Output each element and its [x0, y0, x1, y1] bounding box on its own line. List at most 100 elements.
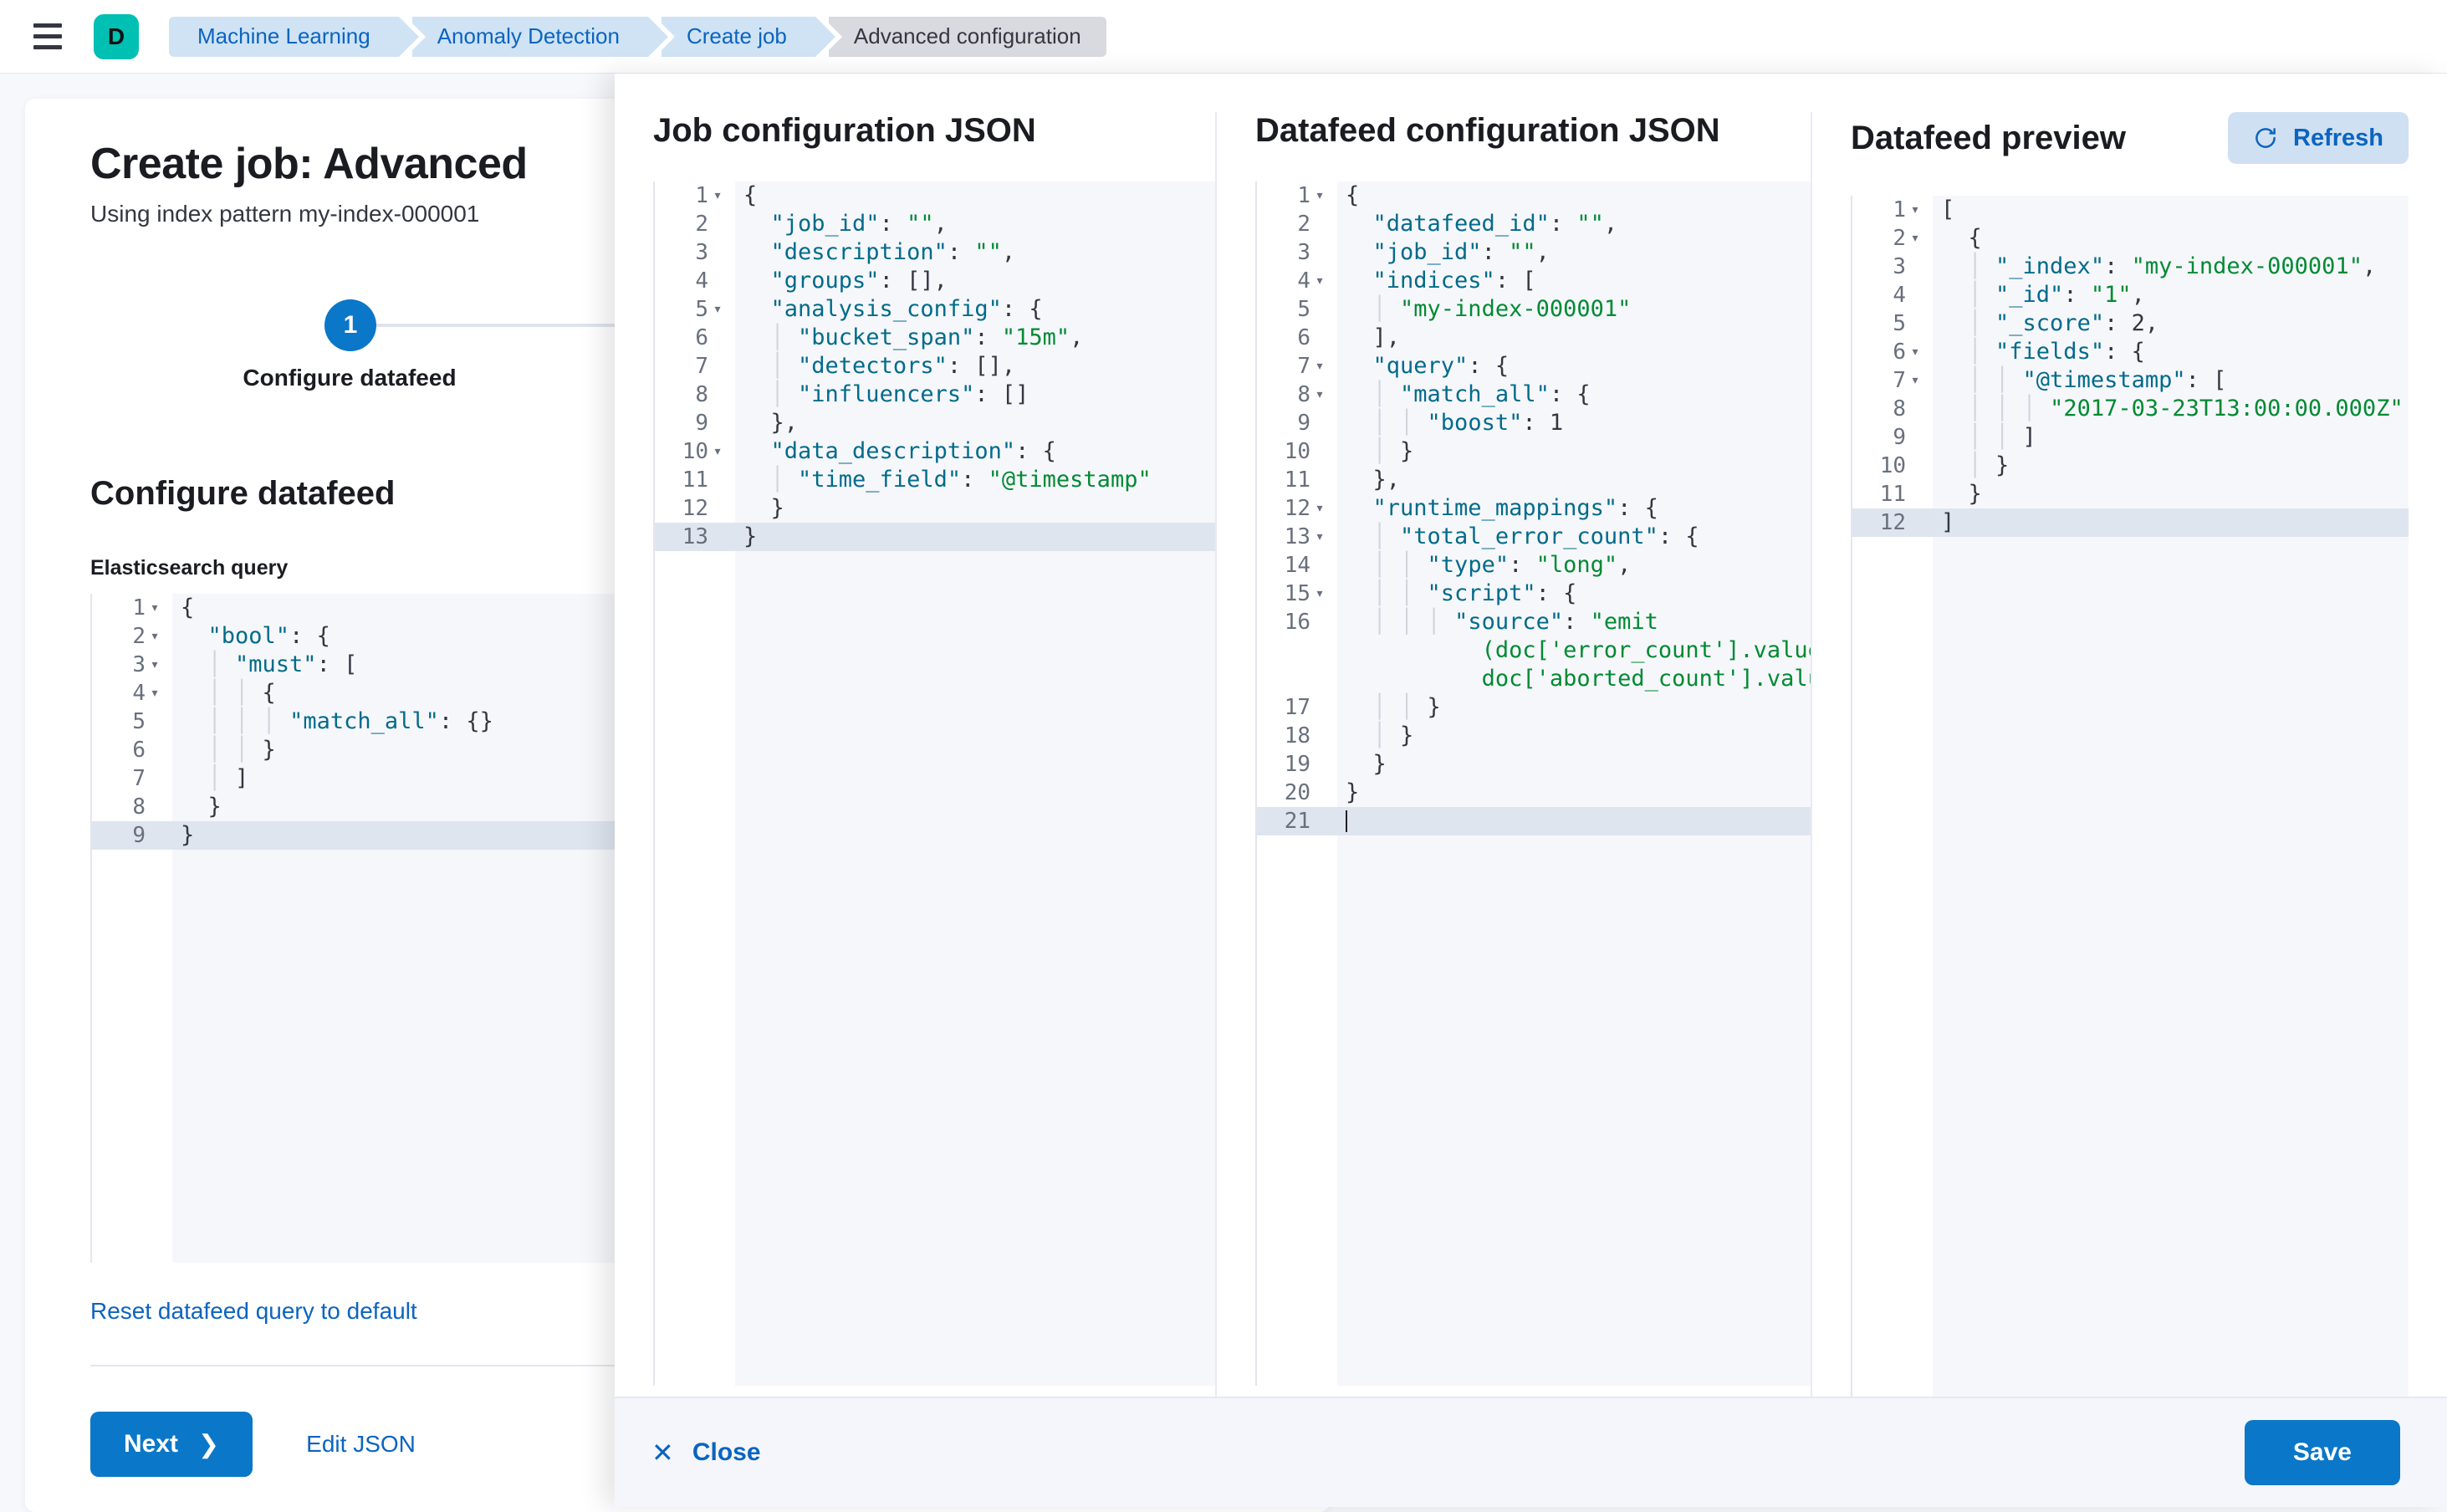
editor-line-content: │ │ }: [207, 737, 276, 763]
editor-line-content: │ │ }: [1372, 694, 1441, 720]
editor-line-empty: [1852, 736, 2409, 764]
editor-line-number-empty: [92, 1191, 172, 1219]
editor-line-number-empty: [1257, 1148, 1337, 1177]
breadcrumb-item-create-job[interactable]: Create job: [661, 16, 842, 57]
editor-line-empty: [655, 1006, 1215, 1034]
editor-line: 5▾ │ │ │ "match_all": {}: [92, 707, 1261, 736]
editor-line-number-empty: [1852, 1020, 1933, 1049]
editor-line-number-empty: [1852, 594, 1933, 622]
editor-line: 4▾ "indices": [: [1257, 267, 1811, 295]
datafeed-configuration-title: Datafeed configuration JSON: [1255, 112, 1720, 149]
editor-line-content: [: [1941, 197, 1955, 222]
editor-line-content: "job_id": "",: [1372, 239, 1550, 265]
editor-line-number: 20▾: [1257, 779, 1337, 807]
breadcrumb-item-advanced-configuration: Advanced configuration: [828, 16, 1106, 57]
editor-line-empty: [655, 1063, 1215, 1091]
editor-line-empty: [1852, 565, 2409, 594]
editor-line: 18▾ │ }: [1257, 722, 1811, 750]
editor-line-number: 16▾: [1257, 608, 1337, 636]
editor-line-content: │ "time_field": "@timestamp": [770, 467, 1152, 493]
editor-line: 7▾ │ "detectors": [],: [655, 352, 1215, 381]
breadcrumb-item-anomaly-detection[interactable]: Anomaly Detection: [411, 16, 676, 57]
refresh-button[interactable]: Refresh: [2228, 112, 2409, 164]
datafeed-configuration-column: Datafeed configuration JSON 1▾{2▾ "dataf…: [1215, 112, 1811, 1397]
editor-line-empty: [92, 1049, 1261, 1077]
editor-line-empty: [92, 992, 1261, 1020]
save-button[interactable]: Save: [2244, 1420, 2400, 1485]
editor-line-number-empty: [1852, 1333, 1933, 1361]
edit-json-link[interactable]: Edit JSON: [306, 1431, 416, 1457]
editor-line-content: }: [1346, 779, 1360, 805]
reset-datafeed-query-link[interactable]: Reset datafeed query to default: [90, 1298, 417, 1324]
datafeed-configuration-json-editor[interactable]: 1▾{2▾ "datafeed_id": "",3▾ "job_id": "",…: [1255, 181, 1811, 1386]
editor-line-number-empty: [655, 551, 735, 580]
editor-line: 2▾ {: [1852, 224, 2409, 253]
datafeed-preview-json-editor[interactable]: 1▾[2▾ {3▾ │ "_index": "my-index-000001",…: [1851, 196, 2409, 1397]
editor-line-content: │ "_score": 2,: [1968, 310, 2159, 336]
editor-line-number: 15▾: [1257, 580, 1337, 608]
editor-line-number-empty: [1257, 835, 1337, 864]
editor-line-content: "groups": [],: [770, 268, 948, 294]
editor-line-empty: [1852, 992, 2409, 1020]
editor-line-number: 10▾: [1257, 437, 1337, 466]
chevron-right-icon: ❯: [198, 1430, 220, 1458]
editor-line-number-empty: [1257, 1234, 1337, 1262]
datafeed-preview-title: Datafeed preview: [1851, 119, 2127, 156]
editor-line-number-empty: [655, 807, 735, 835]
editor-line-content: "datafeed_id": "",: [1372, 211, 1618, 237]
editor-line-empty: [1852, 1106, 2409, 1134]
editor-line-empty: [1852, 1134, 2409, 1162]
editor-line-number: 9▾: [1257, 409, 1337, 437]
editor-line-number: 1▾: [655, 181, 735, 210]
editor-line-number: 13▾: [655, 523, 735, 551]
flyout-body: Job configuration JSON 1▾{2▾ "job_id": "…: [615, 74, 2447, 1397]
editor-line-content: │ "fields": {: [1968, 339, 2145, 365]
editor-line-number-empty: [1852, 537, 1933, 565]
editor-line-empty: [1852, 1020, 2409, 1049]
breadcrumb-item-machine-learning[interactable]: Machine Learning: [169, 16, 426, 57]
editor-line-number-empty: [655, 921, 735, 949]
editor-line-number-empty: [1852, 622, 1933, 651]
editor-line-empty: [1257, 1205, 1811, 1234]
close-button[interactable]: ✕ Close: [651, 1437, 761, 1469]
editor-line-number: 6▾: [1257, 324, 1337, 352]
editor-line-number: 5▾: [1257, 295, 1337, 324]
editor-line-empty: [1257, 1091, 1811, 1120]
editor-line-number: 1▾: [1257, 181, 1337, 210]
editor-line-number-empty: [655, 1006, 735, 1034]
editor-line-empty: [1852, 1390, 2409, 1397]
datafeed-configuration-header: Datafeed configuration JSON: [1255, 112, 1811, 181]
editor-line-empty: [1257, 949, 1811, 978]
editor-line-number-empty: [655, 1319, 735, 1347]
step-1-circle[interactable]: 1: [324, 299, 376, 351]
editor-line-empty: [655, 608, 1215, 636]
next-button[interactable]: Next ❯: [90, 1412, 253, 1477]
editor-line-empty: [1257, 1234, 1811, 1262]
editor-line: ▾ doc['aborted_count'].value)": [1257, 665, 1811, 693]
hamburger-icon[interactable]: [25, 14, 70, 59]
editor-line-number: 12▾: [655, 494, 735, 523]
editor-line-number-empty: [1852, 764, 1933, 793]
job-configuration-json-editor[interactable]: 1▾{2▾ "job_id": "",3▾ "description": "",…: [653, 181, 1215, 1386]
editor-line-number-empty: [92, 1162, 172, 1191]
editor-line-number: 1▾: [1852, 196, 1933, 224]
editor-line-empty: [1852, 679, 2409, 707]
editor-line: 7▾ │ │ "@timestamp": [: [1852, 366, 2409, 395]
space-avatar[interactable]: D: [94, 13, 139, 59]
editor-line: 13▾ │ "total_error_count": {: [1257, 523, 1811, 551]
editor-line-empty: [1852, 907, 2409, 935]
editor-line-number-empty: [1852, 1077, 1933, 1106]
editor-line-number: 3▾: [92, 651, 172, 679]
editor-line: 9▾ │ │ ]: [1852, 423, 2409, 452]
editor-line: 20▾}: [1257, 779, 1811, 807]
editor-line-content: │ │ {: [207, 680, 276, 706]
editor-line-empty: [1852, 821, 2409, 850]
editor-line: 5▾ │ "_score": 2,: [1852, 309, 2409, 338]
editor-line: 8▾ }: [92, 793, 1261, 821]
editor-line-empty: [92, 1134, 1261, 1162]
editor-line-number-empty: [1852, 1106, 1933, 1134]
editor-line-empty: [1257, 1006, 1811, 1034]
editor-line-number-empty: [1257, 921, 1337, 949]
editor-line-number: 14▾: [1257, 551, 1337, 580]
editor-line-empty: [1852, 622, 2409, 651]
